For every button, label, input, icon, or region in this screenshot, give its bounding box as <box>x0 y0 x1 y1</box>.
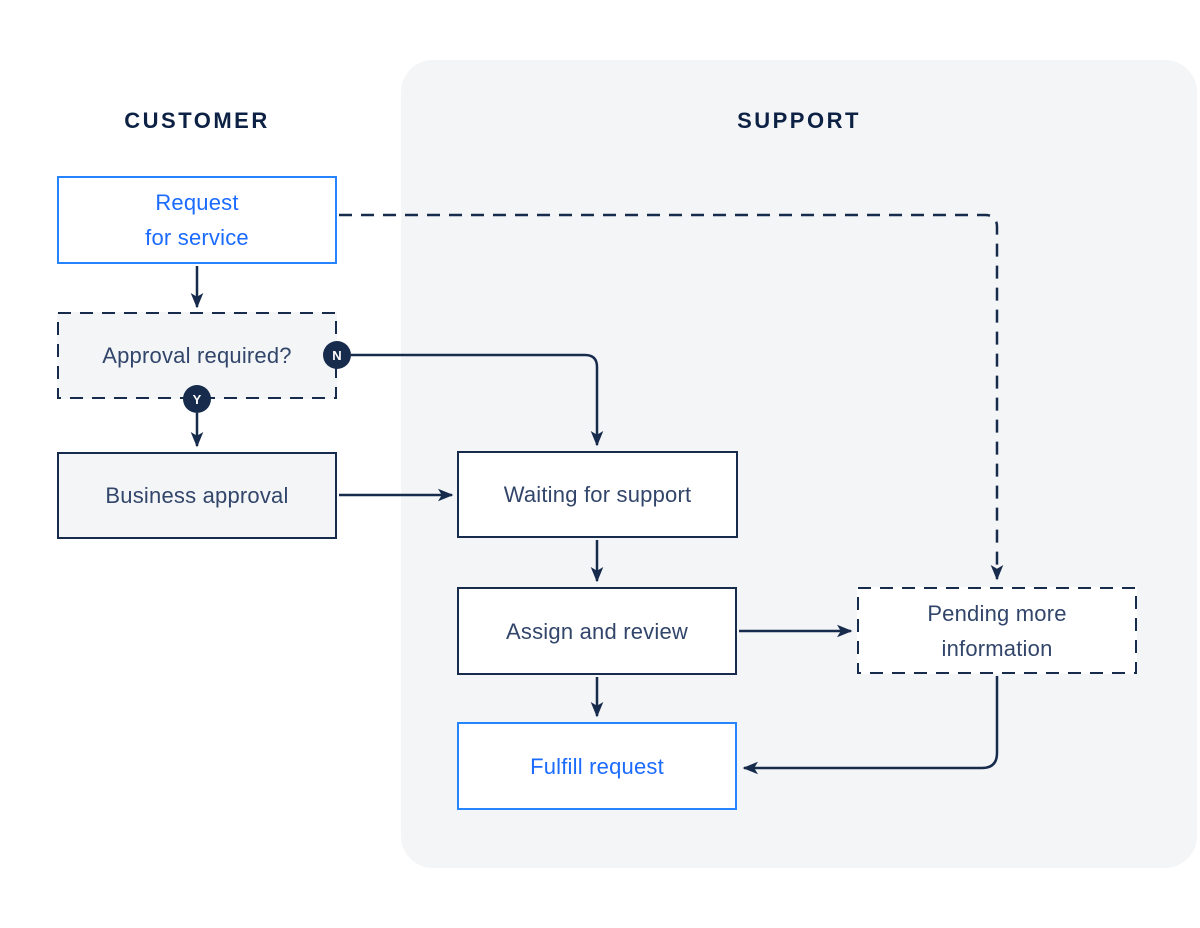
node-label: Approval required? <box>102 343 292 368</box>
node-fulfill-request: Fulfill request <box>457 722 737 810</box>
node-label: Business approval <box>105 483 289 508</box>
node-label: Request for service <box>145 190 249 250</box>
node-label: Assign and review <box>506 618 688 644</box>
node-label: Pending more information <box>927 600 1067 661</box>
decision-badge-yes: Y <box>183 385 211 413</box>
decision-badge-no: N <box>323 341 351 369</box>
node-label: Fulfill request <box>530 753 664 779</box>
node-assign-and-review: Assign and review <box>457 587 737 675</box>
node-pending-more-information: Pending more information <box>857 587 1137 674</box>
node-business-approval: Business approval <box>57 452 337 539</box>
node-label: Waiting for support <box>503 482 692 507</box>
node-request-for-service: Request for service <box>57 176 337 264</box>
support-lane-title: SUPPORT <box>737 108 861 133</box>
customer-lane-title: CUSTOMER <box>124 108 270 133</box>
node-waiting-for-support: Waiting for support <box>457 451 738 538</box>
